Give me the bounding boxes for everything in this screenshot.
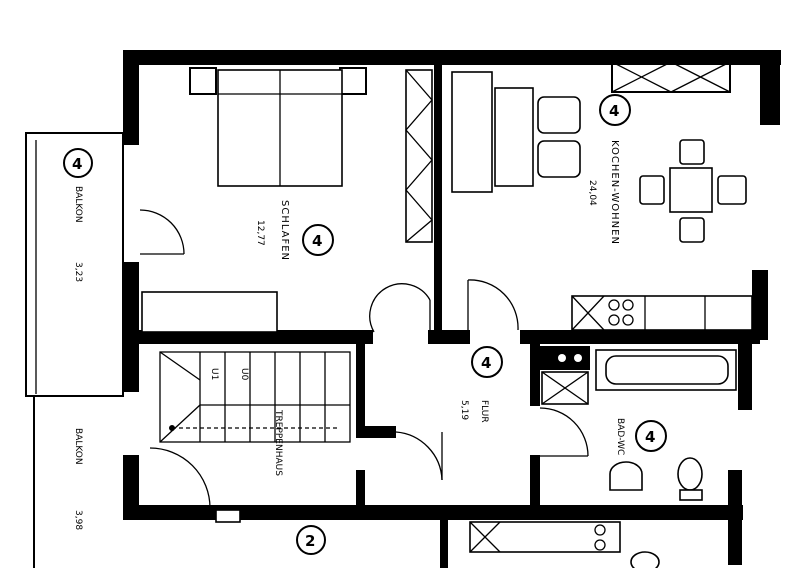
- room-area: 5,19: [459, 400, 469, 420]
- unit-number: 2: [305, 532, 315, 550]
- stair-label: U0: [239, 368, 249, 381]
- room-name: TREPPENHAUS: [273, 409, 283, 476]
- room-area: 24,04: [587, 180, 597, 206]
- room-area: 3,23: [73, 262, 83, 282]
- room-name: SCHLAFEN: [279, 200, 290, 261]
- bath-door: [539, 407, 589, 457]
- unit-number: 4: [609, 102, 619, 120]
- room-label-flur: FLUR: [479, 400, 489, 423]
- exterior-walls: [123, 50, 781, 565]
- kitchen-counter: [571, 295, 753, 331]
- room-area: 12,77: [255, 220, 265, 246]
- unit-marker-schlafen: 4: [302, 224, 334, 256]
- lower-unit-counter: [215, 509, 660, 568]
- stair-label-1: U1: [209, 368, 219, 380]
- dining-table: [639, 139, 747, 243]
- stair-label: U1: [209, 368, 219, 380]
- room-area-balkon-bottom: 3,98: [73, 510, 83, 530]
- balcony-door: [139, 209, 185, 255]
- room-area: 3,98: [73, 510, 83, 530]
- unit-number: 4: [481, 354, 491, 372]
- stair-door: [149, 447, 211, 509]
- bedroom-door: [369, 283, 431, 333]
- unit-marker-flur: 4: [471, 346, 503, 378]
- room-label-schlafen: SCHLAFEN: [279, 200, 290, 261]
- room-name: BAD-WC: [615, 418, 625, 455]
- room-area-balkon-top: 3,23: [73, 262, 83, 282]
- unit-number: 4: [312, 232, 322, 250]
- entry-door: [395, 431, 443, 481]
- room-name: BALKON: [73, 186, 83, 223]
- unit-marker-balkon: 4: [63, 148, 93, 178]
- room-area-kochen: 24,04: [587, 180, 597, 206]
- unit-marker-kochen: 4: [599, 94, 631, 126]
- unit-number: 4: [645, 428, 655, 446]
- kitchen-door: [467, 279, 519, 331]
- staircase: [159, 351, 351, 443]
- armchairs: [537, 96, 581, 178]
- interior-walls: [123, 62, 760, 568]
- room-label-bad: BAD-WC: [615, 418, 625, 455]
- room-name: BALKON: [73, 428, 83, 465]
- room-label-treppenhaus: TREPPENHAUS: [273, 409, 283, 476]
- windows: [189, 61, 731, 95]
- stair-label-2: U0: [239, 368, 249, 381]
- room-name: KOCHEN-WOHNEN: [609, 140, 620, 245]
- room-label-kochen: KOCHEN-WOHNEN: [609, 140, 620, 245]
- room-label-balkon-bottom: BALKON: [73, 428, 83, 465]
- washing-machine: [540, 346, 590, 405]
- room-name: FLUR: [479, 400, 489, 423]
- sofa: [451, 71, 534, 193]
- balkon-bottom: [33, 395, 123, 568]
- unit-marker-lower: 2: [296, 525, 326, 555]
- toilet: [677, 457, 703, 501]
- desk: [141, 291, 278, 333]
- room-area-flur: 5,19: [459, 400, 469, 420]
- washbasin: [609, 461, 643, 491]
- unit-number: 4: [72, 155, 82, 173]
- double-bed: [217, 69, 343, 187]
- bathtub: [595, 349, 737, 391]
- unit-marker-bad: 4: [635, 420, 667, 452]
- wardrobe: [405, 69, 433, 243]
- room-label-balkon-top: BALKON: [73, 186, 83, 223]
- room-area-schlafen: 12,77: [255, 220, 265, 246]
